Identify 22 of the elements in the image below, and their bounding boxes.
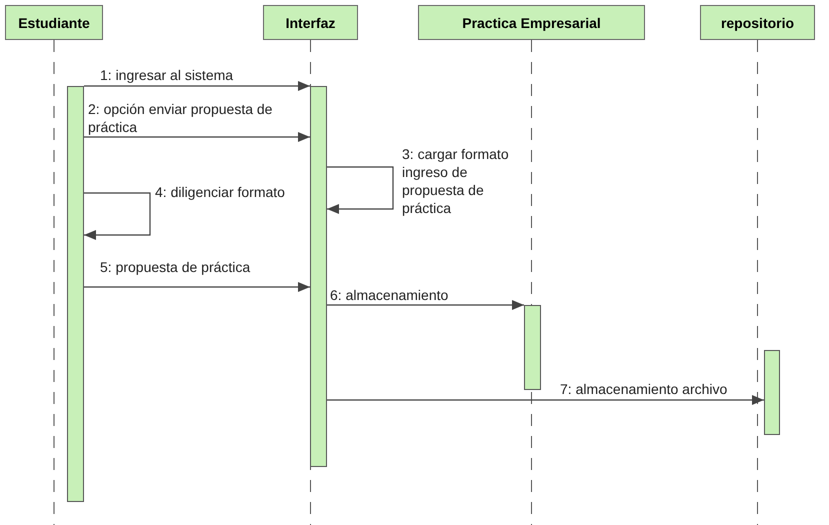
message-label: 5: propuesta de práctica [100,258,250,276]
message-label: 3: cargar formato ingreso de propuesta de práctica [402,145,510,217]
activation-bar [524,305,541,390]
message-label: 2: opción enviar propuesta de práctica [88,100,274,136]
participant-box: repositorio [700,5,815,40]
message-label: 6: almacenamiento [330,286,448,304]
message-arrow [327,395,764,405]
message-arrow [327,300,524,310]
message-arrow [84,282,310,292]
participant-box: Estudiante [5,5,103,40]
message-label: 1: ingresar al sistema [100,66,234,84]
activation-bar [67,86,84,502]
message-label: 4: diligenciar formato [155,183,285,201]
message-arrow [327,166,394,214]
participant-box: Practica Empresarial [418,5,645,40]
message-arrow [84,192,151,240]
message-arrow [84,81,310,91]
participant-box: Interfaz [263,5,358,40]
activation-bar [764,350,780,435]
message-label: 7: almacenamiento archivo [560,380,728,398]
message-arrow [84,132,310,142]
activation-bar [310,86,327,467]
